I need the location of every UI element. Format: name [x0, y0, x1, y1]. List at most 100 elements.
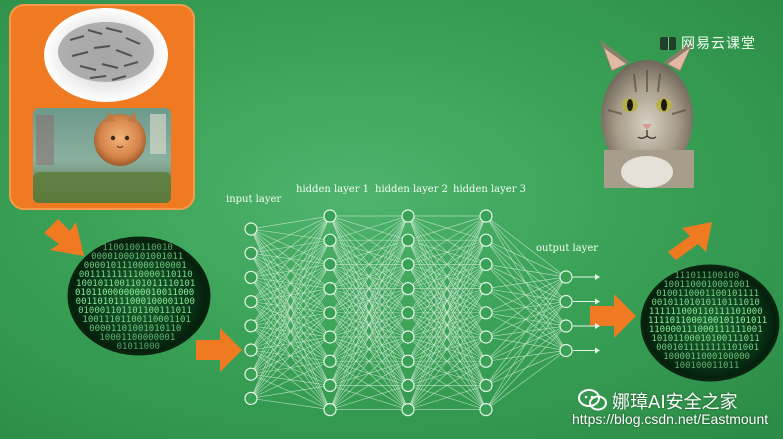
binary-row: 1001100010001001	[663, 280, 750, 290]
binary-row: 00001000101001011	[91, 252, 183, 262]
network-node	[323, 330, 337, 344]
binary-data-left: 1100100110010000010001010010110000101110…	[67, 236, 211, 356]
network-edge	[329, 215, 409, 241]
network-node	[401, 306, 415, 320]
flow-arrows	[44, 219, 712, 372]
network-edge	[485, 276, 567, 386]
network-node	[401, 209, 415, 223]
network-edge	[407, 215, 487, 265]
network-node	[323, 257, 337, 271]
network-node	[323, 378, 337, 392]
network-edge	[485, 276, 567, 289]
binary-row: 00101101010110111010	[651, 298, 759, 308]
network-edge	[250, 215, 331, 351]
network-edge	[485, 276, 567, 338]
network-node	[559, 343, 573, 358]
network-edge	[329, 215, 409, 314]
binary-row: 001111111110000110110	[79, 270, 193, 280]
arrow-right-left	[196, 328, 242, 372]
network-edge	[250, 336, 331, 399]
network-node	[401, 354, 415, 368]
layer-label: output layer	[536, 243, 598, 254]
arrow-down-right	[44, 219, 84, 256]
network-edge	[329, 215, 409, 386]
network-node	[323, 233, 337, 247]
network-node	[479, 330, 493, 344]
network-edge	[250, 215, 331, 302]
binary-row: 10101100010100111011	[651, 334, 759, 344]
network-node	[479, 233, 493, 247]
binary-row: 10001100000001	[99, 333, 175, 343]
network-node	[479, 257, 493, 271]
output-arrow-head	[595, 274, 600, 280]
network-edge	[250, 215, 331, 399]
newspaper-pile-image	[44, 8, 168, 102]
input-images-panel	[9, 4, 195, 210]
network-node	[323, 282, 337, 296]
network-node	[244, 319, 258, 333]
network-node	[244, 270, 258, 284]
network-node	[401, 378, 415, 392]
network-node	[323, 306, 337, 320]
network-edge	[485, 325, 567, 410]
network-node	[323, 403, 337, 417]
network-edge	[329, 215, 409, 265]
network-node	[479, 282, 493, 296]
binary-row: 0011010111000100001100	[76, 297, 195, 307]
cat-photo-image	[33, 108, 171, 203]
network-edge	[407, 312, 487, 410]
network-node	[559, 294, 573, 309]
network-edge	[485, 264, 567, 278]
binary-row: 01011000	[117, 342, 160, 352]
network-edge	[407, 264, 487, 410]
network-edge	[329, 288, 409, 410]
network-edge	[250, 288, 331, 399]
network-node	[401, 282, 415, 296]
layer-label: input layer	[226, 194, 281, 205]
network-node	[479, 378, 493, 392]
network-node	[401, 257, 415, 271]
binary-row: 0100110001100101111	[656, 289, 759, 299]
network-edge	[485, 276, 567, 314]
network-edge	[407, 215, 487, 314]
binary-row: 1111011000100101101011	[648, 316, 767, 326]
network-edge	[250, 360, 331, 399]
network-edge	[329, 385, 409, 410]
network-edge	[329, 264, 409, 410]
network-edge	[407, 215, 487, 241]
network-edge	[485, 301, 567, 410]
brand-logo: 网易云课堂	[660, 33, 756, 53]
network-node	[244, 367, 258, 381]
binary-row: 0101100000000010011000	[75, 288, 194, 298]
network-edge	[485, 350, 567, 410]
layer-label: hidden layer 2	[375, 184, 448, 195]
network-node	[559, 319, 573, 333]
binary-data-right: 1110111001001001100010001001010011000110…	[640, 264, 780, 382]
binary-row: 1001011001101011110101	[76, 279, 195, 289]
network-edge	[407, 288, 487, 410]
network-node	[479, 354, 493, 368]
network-node	[479, 403, 493, 417]
network-node	[244, 391, 258, 405]
binary-row: 1100100110010	[102, 243, 172, 253]
binary-row: 111011100100	[674, 271, 739, 281]
network-node	[244, 222, 258, 236]
network-edge	[250, 385, 331, 399]
binary-row: 10011101100110001101	[82, 315, 190, 325]
network-edge	[485, 276, 567, 362]
network-edge	[329, 360, 409, 410]
network-edge	[407, 385, 487, 410]
classroom-logo-icon	[660, 36, 676, 50]
network-edge	[250, 215, 331, 230]
network-edge	[407, 215, 487, 386]
network-edge	[250, 264, 331, 399]
binary-row: 1000011000100000	[663, 352, 750, 362]
network-node	[401, 233, 415, 247]
network-node	[244, 343, 258, 357]
network-edge	[250, 312, 331, 399]
binary-row: 100100011011	[674, 361, 739, 371]
network-node	[323, 209, 337, 223]
network-edge	[329, 240, 409, 410]
